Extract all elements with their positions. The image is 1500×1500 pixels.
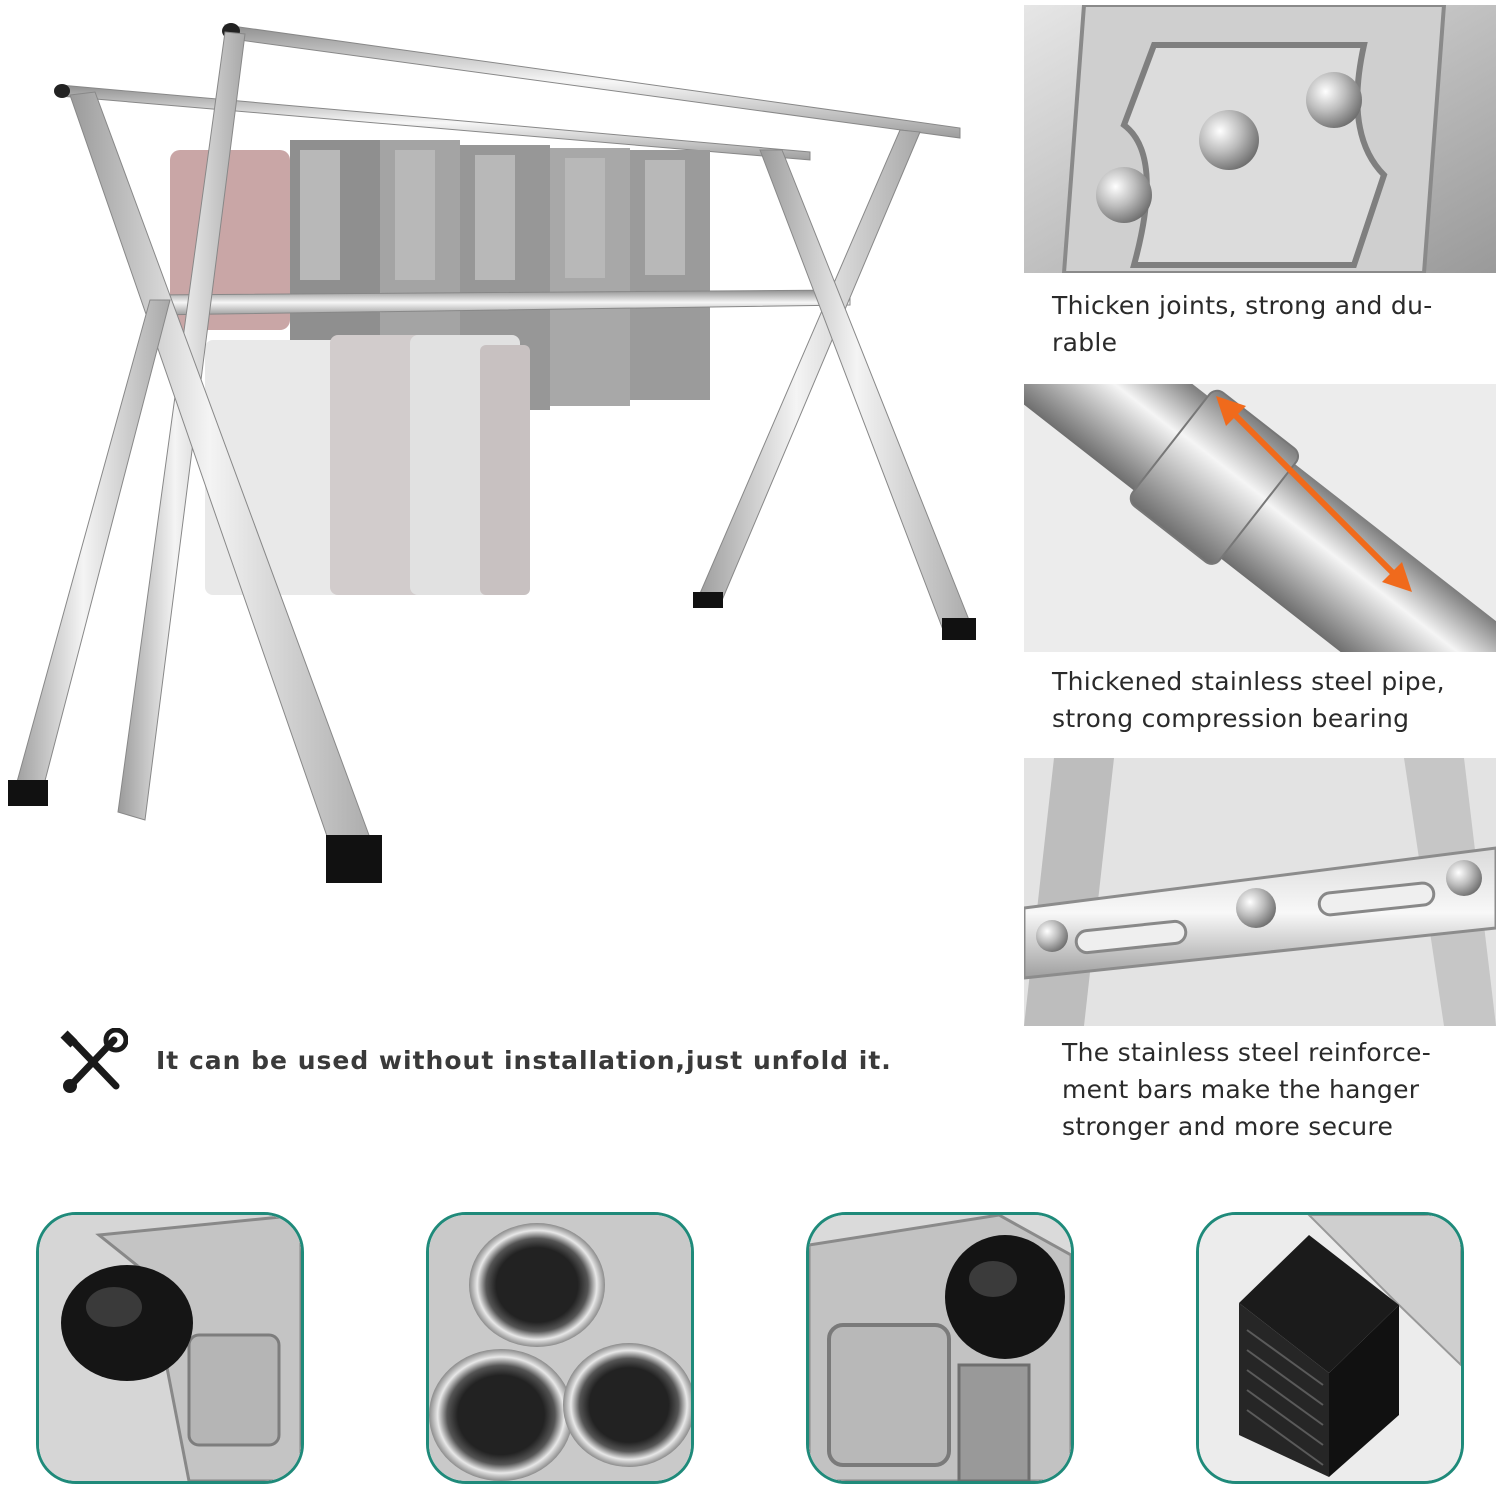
tools-icon [56,1027,129,1096]
extend-arrow-icon [1216,396,1412,592]
detail-thumb-end-cap [36,1212,304,1484]
feature-caption-pipe: Thickened stainless steel pipe, strong c… [1052,667,1445,733]
feature-panel-joints [1024,5,1496,273]
drying-rack-illustration [0,0,980,900]
feature-caption-reinforcement: The stainless steel reinforce- ment bars… [1062,1038,1432,1141]
feature-panel-pipe [1024,384,1496,652]
detail-thumb-foot-pad [1196,1212,1464,1484]
detail-thumb-pipe-ends [426,1212,694,1484]
feature-panel-reinforcement [1024,758,1496,1026]
feature-caption-joints: Thicken joints, strong and du- rable [1052,291,1433,357]
detail-thumb-hinge-cap [806,1212,1074,1484]
no-installation-tagline: It can be used without installation,just… [156,1046,892,1075]
